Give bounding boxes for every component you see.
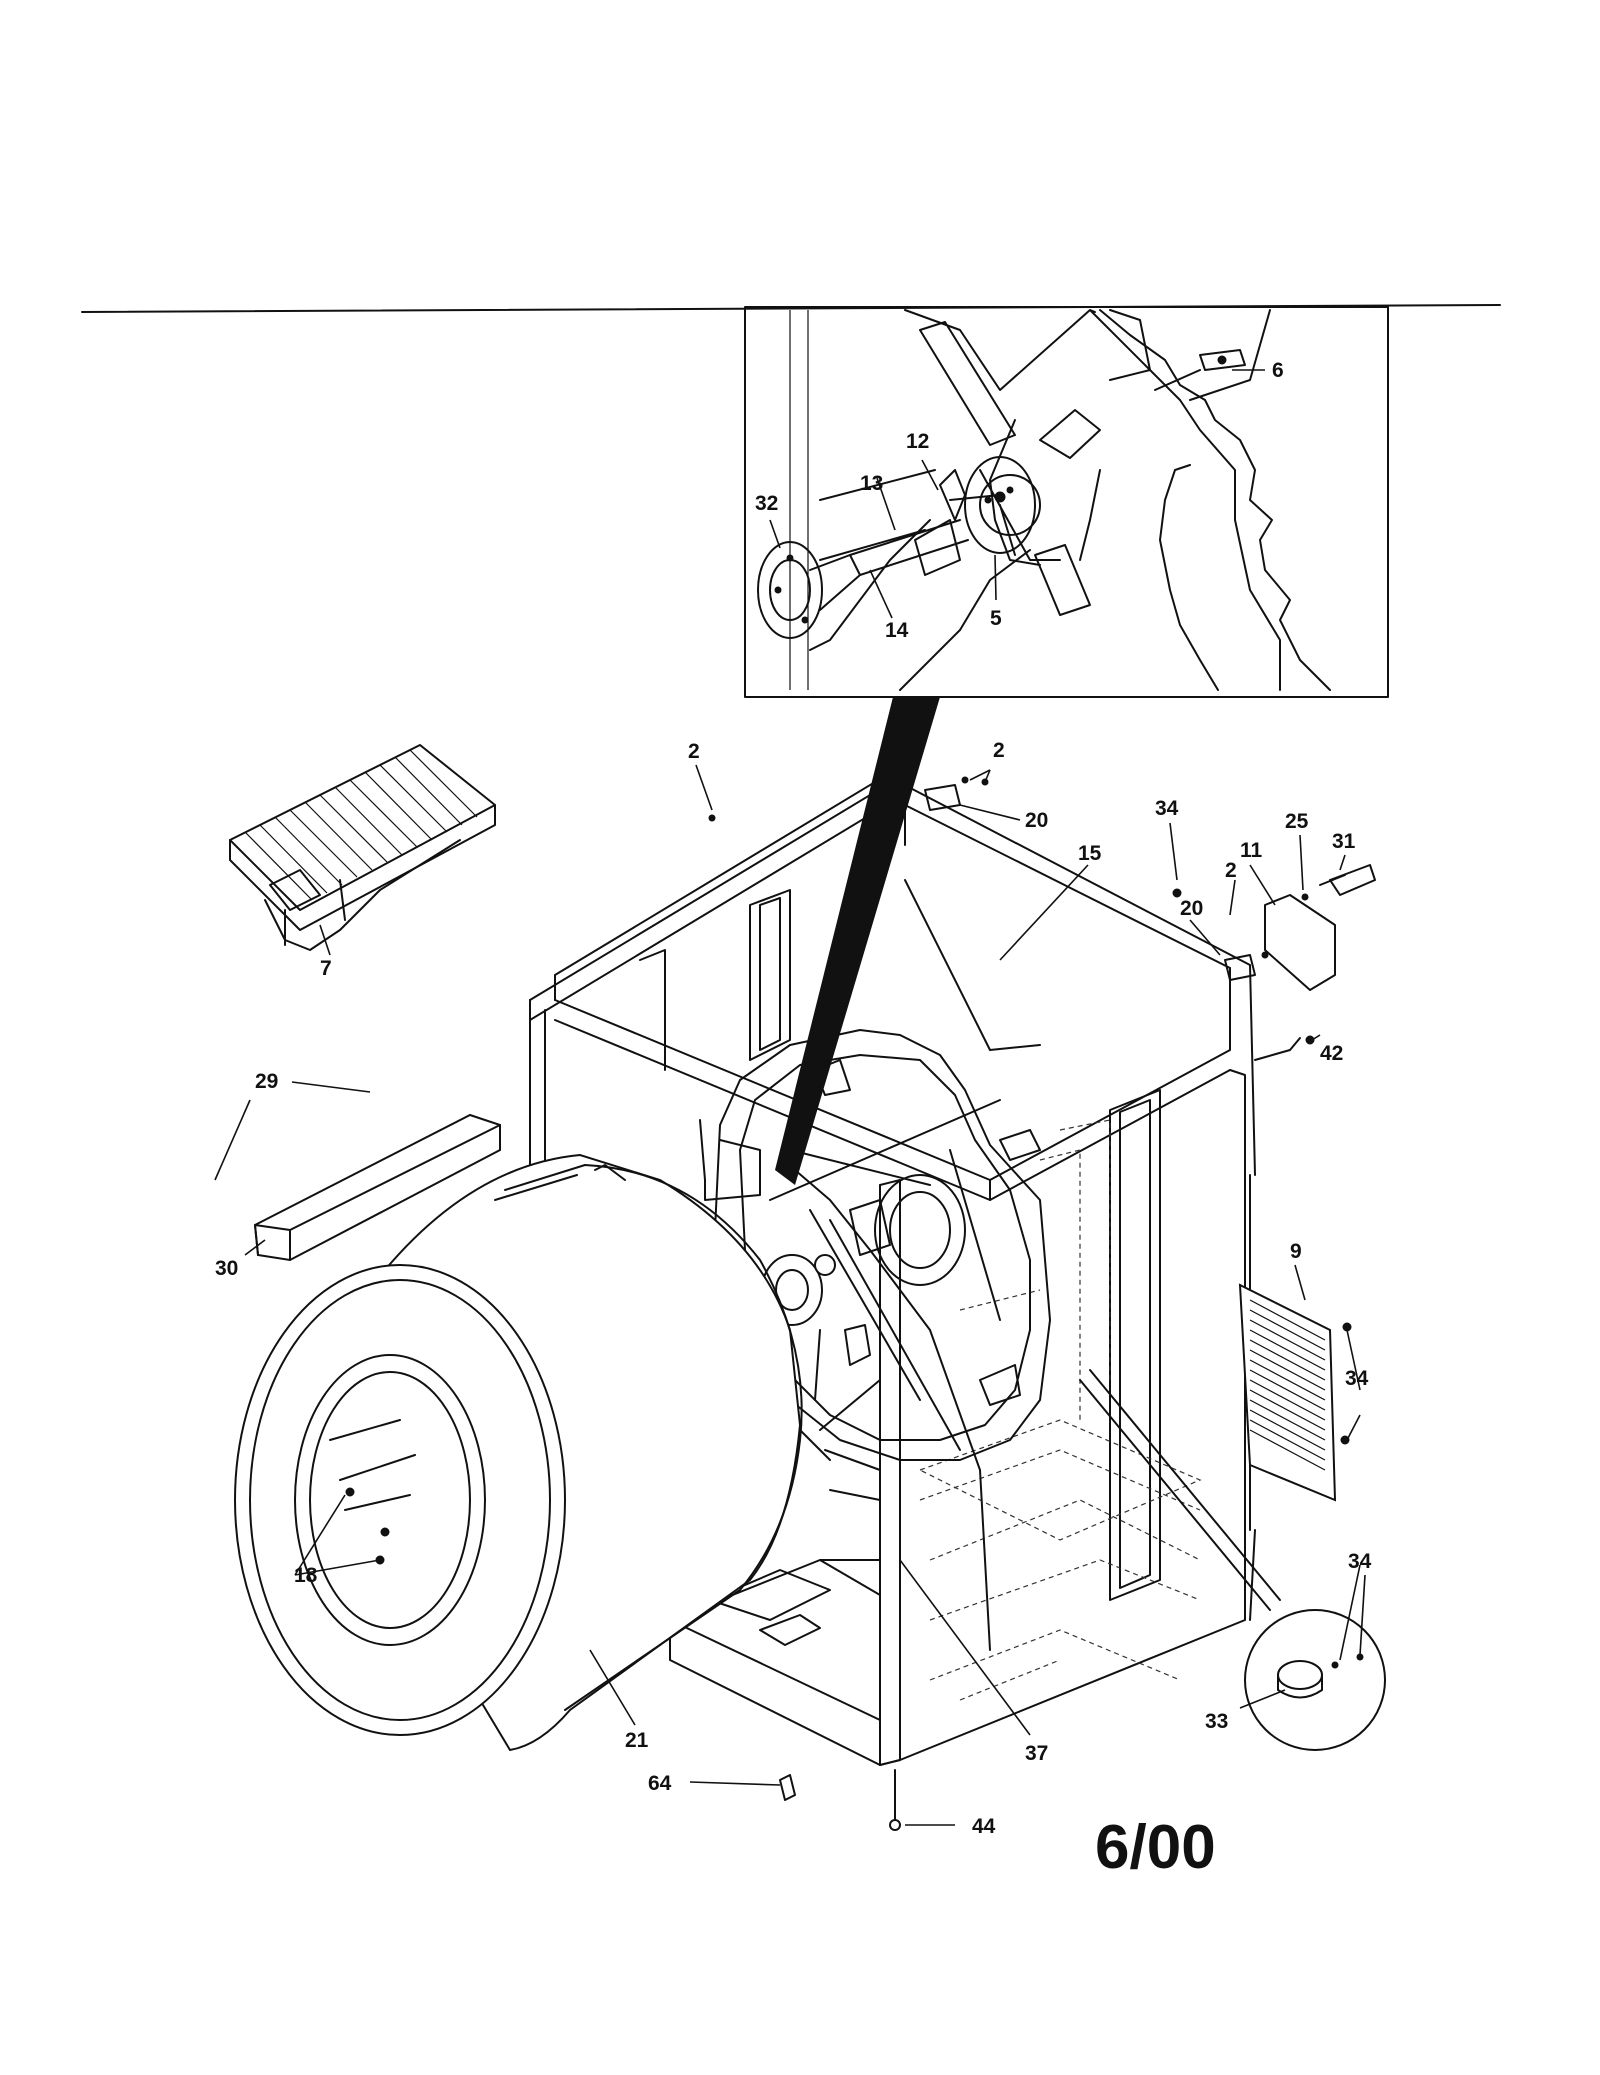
callout-6: 6 [1272,359,1284,382]
callout-31: 31 [1332,830,1356,853]
rear-foot-clip [779,1774,796,1801]
leader-lines [214,369,1366,1826]
callout-64: 64 [648,1772,672,1795]
callout-37: 37 [1025,1742,1048,1765]
date-code: 6/00 [1095,1813,1216,1882]
callout-labels: 6 12 13 32 14 5 2 2 20 15 34 11 25 31 2 … [215,359,1372,1882]
callout-11: 11 [1240,839,1263,862]
callout-5: 5 [990,607,1002,630]
callout-34: 34 [1348,1550,1372,1573]
callout-25: 25 [1285,810,1309,833]
callout-34: 34 [1155,797,1179,820]
toe-kick-panel [253,1113,501,1262]
callout-20: 20 [1025,809,1048,832]
callout-15: 15 [1078,842,1102,865]
callout-2: 2 [688,740,700,763]
callout-44: 44 [972,1815,996,1838]
thermostat-detail-circle [1079,1369,1386,1751]
callout-14: 14 [885,619,909,642]
drum-bearing-inset [744,306,1389,698]
callout-42: 42 [1320,1042,1343,1065]
dryer-drum [234,1153,831,1752]
callout-34: 34 [1345,1367,1369,1390]
callout-30: 30 [215,1257,238,1280]
callout-7: 7 [320,957,332,980]
callout-18: 18 [294,1564,318,1587]
vent-grille [1238,1283,1352,1502]
callout-12: 12 [906,430,929,453]
drying-rack [229,744,496,951]
callout-21: 21 [625,1729,649,1752]
callout-13: 13 [860,472,883,495]
callout-32: 32 [755,492,778,515]
callout-9: 9 [1290,1240,1302,1263]
detail-pointer [775,697,940,1185]
callout-33: 33 [1205,1710,1228,1733]
leveling-leg [889,1769,901,1831]
callout-29: 29 [255,1070,278,1093]
callout-2: 2 [993,739,1005,762]
callout-20: 20 [1180,897,1203,920]
top-brackets [708,776,1376,1161]
callout-2: 2 [1225,859,1237,882]
